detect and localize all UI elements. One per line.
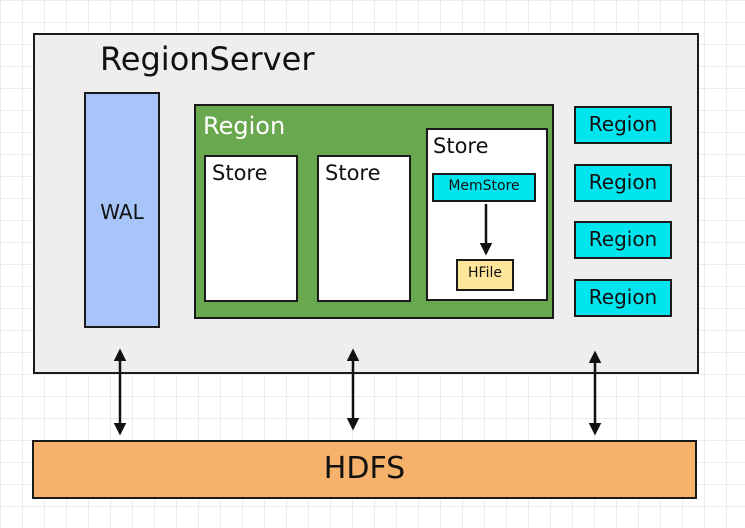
region-label-4: Region bbox=[588, 285, 658, 309]
region-main-label: Region bbox=[203, 112, 286, 140]
wal-label: WAL bbox=[100, 200, 144, 224]
hfile-label: HFile bbox=[468, 265, 502, 281]
store-label-2: Store bbox=[325, 161, 381, 185]
region-box-2 bbox=[574, 164, 672, 202]
region-label-3: Region bbox=[588, 227, 658, 251]
region-label-1: Region bbox=[588, 112, 658, 136]
hdfs-label: HDFS bbox=[323, 451, 406, 486]
hdfs-box bbox=[32, 440, 697, 499]
store-box-1 bbox=[204, 155, 298, 302]
region-box-1 bbox=[574, 106, 672, 144]
memstore-label: MemStore bbox=[448, 178, 520, 194]
store-box-2 bbox=[317, 155, 411, 302]
wal-box bbox=[84, 92, 160, 328]
region-box-4 bbox=[574, 279, 672, 317]
region-label-2: Region bbox=[588, 170, 658, 194]
store-label-1: Store bbox=[212, 161, 268, 185]
store-label-3: Store bbox=[433, 134, 489, 158]
region-server-title: RegionServer bbox=[100, 40, 315, 78]
hfile-box bbox=[456, 259, 514, 291]
region-box-3 bbox=[574, 221, 672, 259]
memstore-box bbox=[432, 173, 536, 202]
